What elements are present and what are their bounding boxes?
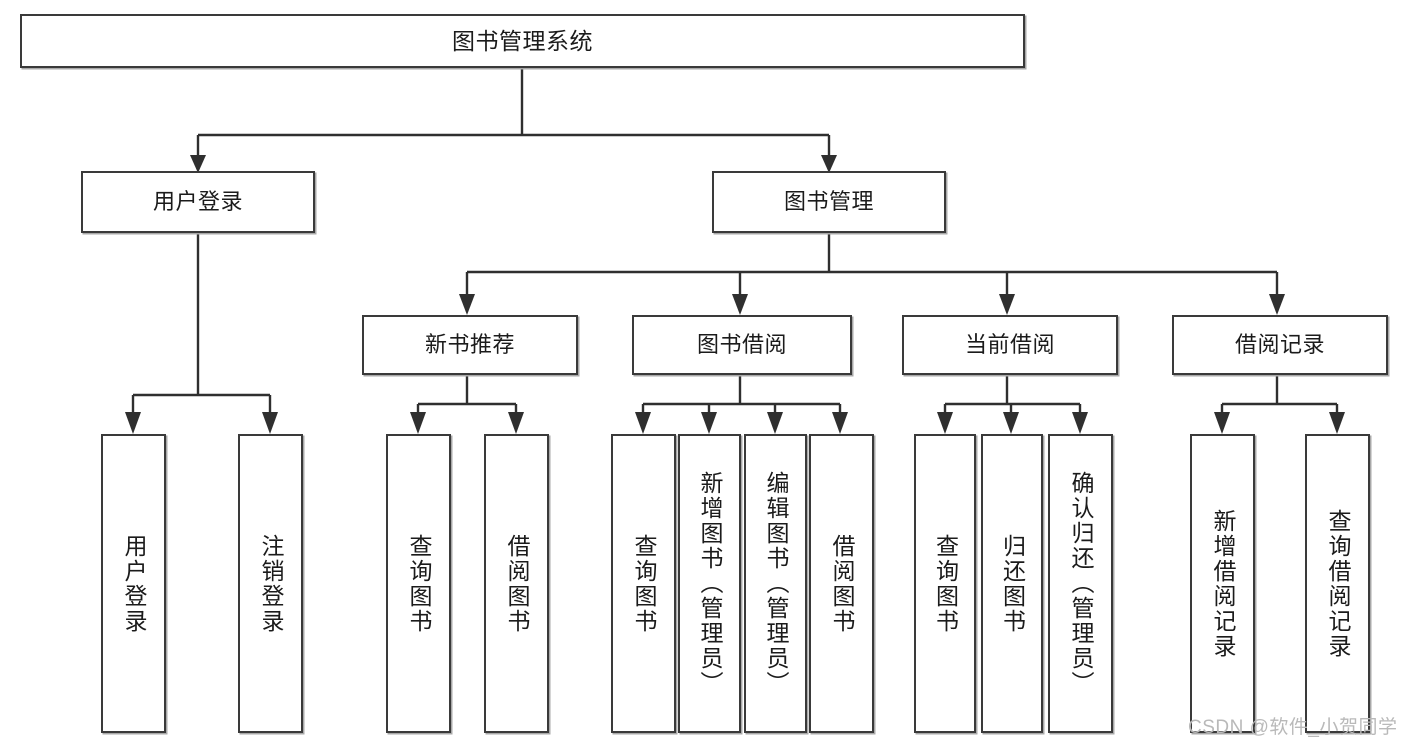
arrow-bookmgmt-to-n4 [1269, 294, 1285, 315]
arrow-current-l2 [1003, 412, 1019, 434]
node-label: 图书管理 [783, 189, 874, 215]
node-user-login[interactable]: 用户登录 [81, 171, 315, 233]
node-label: 归还图书 [999, 533, 1026, 634]
leaf-borrow-edit-book-admin[interactable]: 编辑图书（管理员） [744, 434, 807, 733]
node-label: 当前借阅 [964, 332, 1055, 358]
arrow-borrow-l3 [767, 412, 783, 434]
node-label: 图书管理系统 [452, 27, 593, 54]
arrow-bookmgmt-to-n2 [732, 294, 748, 315]
leaf-recommend-query-book[interactable]: 查询图书 [386, 434, 451, 733]
arrow-borrow-l2 [701, 412, 717, 434]
node-current-borrow[interactable]: 当前借阅 [902, 315, 1118, 375]
arrow-borrow-l1 [635, 412, 651, 434]
node-label: 新书推荐 [424, 332, 515, 358]
arrow-borrow-l4 [832, 412, 848, 434]
arrow-recommend-l2 [508, 412, 524, 434]
node-label: 编辑图书（管理员） [763, 471, 789, 696]
node-label: 用户登录 [121, 533, 147, 634]
arrow-current-l1 [937, 412, 953, 434]
arrow-userlogin-l1 [125, 412, 141, 434]
node-label: 新增借阅记录 [1210, 508, 1236, 659]
node-new-book-recommend[interactable]: 新书推荐 [362, 315, 578, 375]
node-label: 图书借阅 [696, 332, 787, 358]
arrow-record-l2 [1329, 412, 1345, 434]
arrow-recommend-l1 [410, 412, 426, 434]
node-label: 新增图书（管理员） [697, 471, 723, 696]
leaf-record-query-borrow-record[interactable]: 查询借阅记录 [1305, 434, 1370, 733]
node-label: 查询图书 [406, 533, 432, 634]
arrow-userlogin-l2 [262, 412, 278, 434]
node-book-management[interactable]: 图书管理 [712, 171, 946, 233]
node-borrow-record[interactable]: 借阅记录 [1172, 315, 1388, 375]
node-label: 注销登录 [258, 533, 284, 634]
arrow-bookmgmt-to-n1 [459, 294, 475, 315]
node-label: 查询图书 [932, 533, 959, 634]
leaf-borrow-query-book[interactable]: 查询图书 [611, 434, 676, 733]
watermark: CSDN @软件_小贺同学 [1188, 717, 1398, 738]
node-root-book-management-system[interactable]: 图书管理系统 [20, 14, 1025, 68]
leaf-user-login[interactable]: 用户登录 [101, 434, 166, 733]
leaf-current-query-book[interactable]: 查询图书 [914, 434, 976, 733]
node-label: 查询借阅记录 [1325, 508, 1351, 659]
leaf-logout[interactable]: 注销登录 [238, 434, 303, 733]
leaf-borrow-borrow-book[interactable]: 借阅图书 [809, 434, 874, 733]
node-label: 查询图书 [631, 533, 657, 634]
node-label: 借阅图书 [504, 533, 530, 634]
leaf-record-add-borrow-record[interactable]: 新增借阅记录 [1190, 434, 1255, 733]
arrow-record-l1 [1214, 412, 1230, 434]
node-label: 借阅记录 [1234, 332, 1325, 358]
leaf-recommend-borrow-book[interactable]: 借阅图书 [484, 434, 549, 733]
leaf-current-confirm-return-admin[interactable]: 确认归还（管理员） [1048, 434, 1113, 733]
arrow-current-l3 [1072, 412, 1088, 434]
node-label: 借阅图书 [829, 533, 855, 634]
leaf-current-return-book[interactable]: 归还图书 [981, 434, 1043, 733]
node-label: 确认归还（管理员） [1068, 471, 1094, 696]
leaf-borrow-add-book-admin[interactable]: 新增图书（管理员） [678, 434, 741, 733]
node-book-borrow[interactable]: 图书借阅 [632, 315, 852, 375]
node-label: 用户登录 [152, 189, 243, 215]
arrow-bookmgmt-to-n3 [999, 294, 1015, 315]
